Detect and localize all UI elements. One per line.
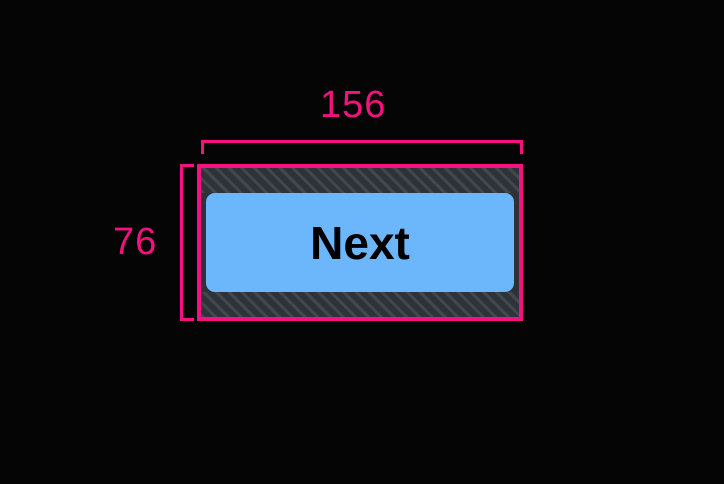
height-dimension-label: 76 bbox=[113, 221, 158, 263]
next-button-label: Next bbox=[310, 216, 410, 269]
padding-hatch-top bbox=[201, 168, 519, 193]
next-button[interactable]: Next bbox=[206, 193, 514, 292]
height-dimension-bracket bbox=[180, 164, 194, 321]
element-highlight-box: Next bbox=[197, 164, 523, 321]
width-dimension-bracket bbox=[201, 140, 523, 154]
padding-hatch-bottom bbox=[201, 292, 519, 317]
width-dimension-label: 156 bbox=[320, 84, 387, 126]
